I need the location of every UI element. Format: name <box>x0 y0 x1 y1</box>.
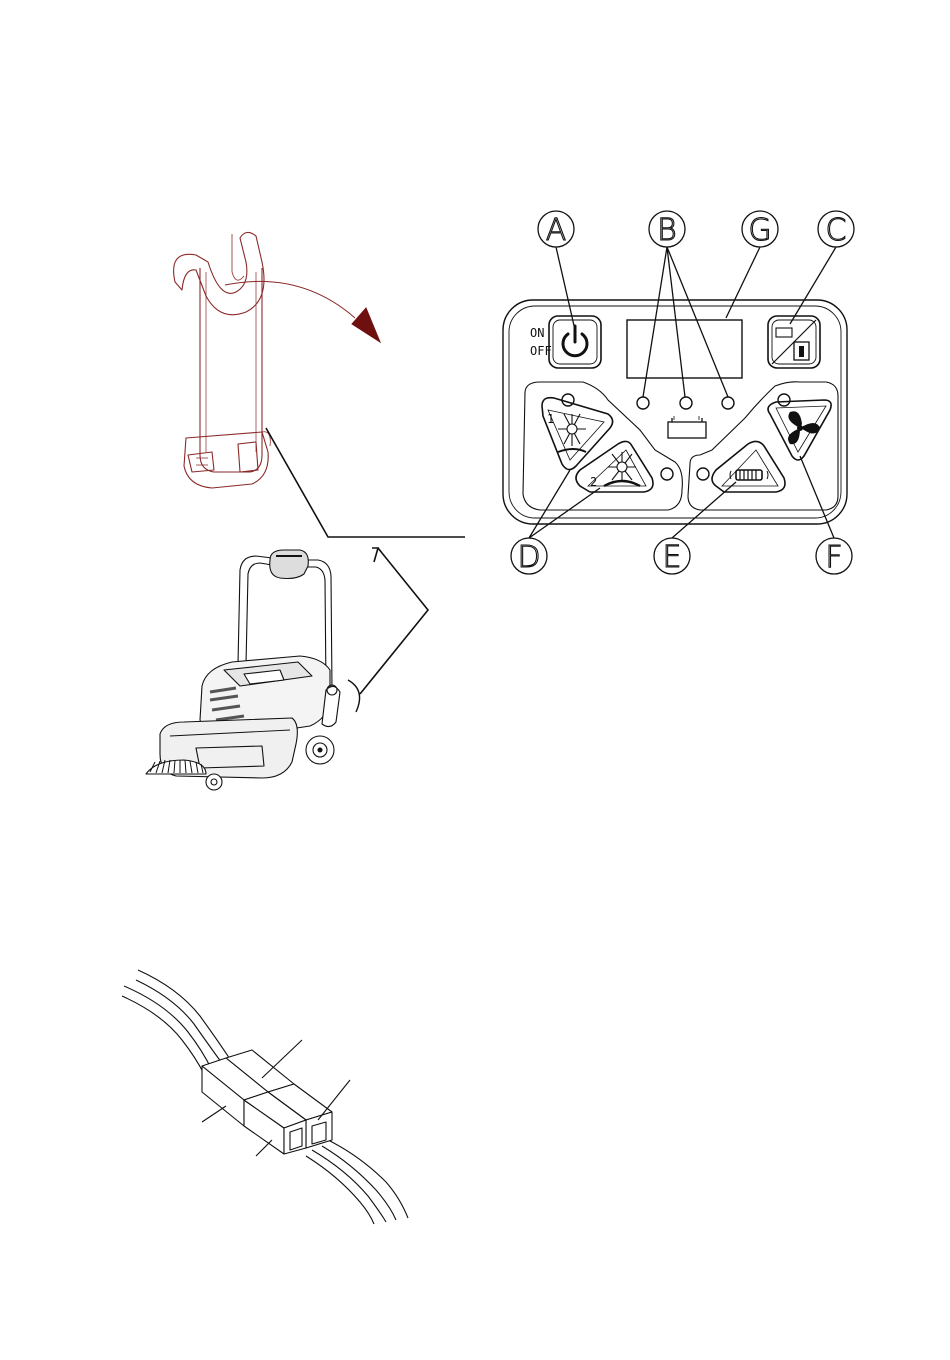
led-roller <box>697 468 709 480</box>
brush-icon-2 <box>604 452 640 486</box>
front-caster <box>206 774 222 790</box>
holder-clip-drawing <box>174 232 271 488</box>
battery-small-icon <box>776 328 792 337</box>
info-icon <box>794 342 809 360</box>
callout-e: E <box>663 540 682 575</box>
fan-button[interactable] <box>768 400 831 460</box>
callout-c: C <box>826 213 847 248</box>
lcd-display <box>627 320 742 378</box>
brush-speed-2-button[interactable]: 2 <box>576 441 653 492</box>
fan-icon <box>788 411 820 444</box>
callout-d: D <box>517 540 540 575</box>
on-label: ON <box>530 326 544 340</box>
led-fan <box>778 394 790 406</box>
led-2 <box>680 397 692 409</box>
callout-g: G <box>748 213 771 248</box>
floor-sweeper-drawing <box>146 550 340 790</box>
callout-f: F <box>825 540 842 575</box>
power-icon <box>563 326 587 356</box>
speed-2-label: 2 <box>590 475 597 489</box>
roller-brush-icon <box>730 470 768 480</box>
power-button[interactable] <box>549 316 601 368</box>
led-brush-2 <box>661 468 673 480</box>
callout-b: B <box>657 213 677 248</box>
off-label: OFF <box>530 344 552 358</box>
brush-speed-1-button[interactable]: 1 <box>542 398 613 470</box>
battery-icon <box>668 416 706 438</box>
led-3 <box>722 397 734 409</box>
battery-info-button[interactable] <box>768 316 820 368</box>
callout-circles <box>511 211 854 574</box>
callout-a: A <box>546 213 567 248</box>
callout-leaders <box>529 247 836 538</box>
led-1 <box>637 397 649 409</box>
wire-connector-drawing <box>122 970 408 1224</box>
rotation-arrow <box>225 281 380 342</box>
roller-brush-button[interactable] <box>712 441 785 492</box>
speed-1-label: 1 <box>547 412 554 426</box>
